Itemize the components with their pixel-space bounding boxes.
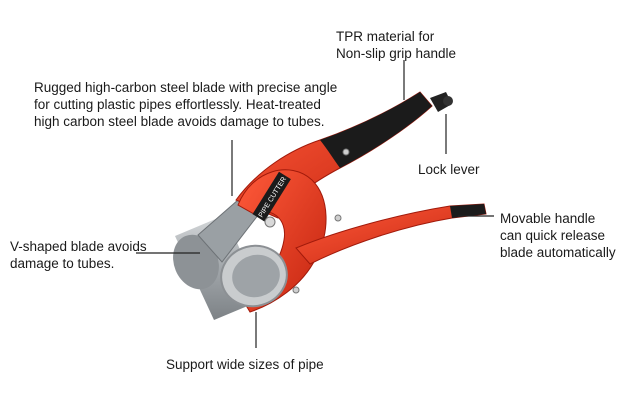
v-blade-label: V-shaped blade avoids damage to tubes. <box>10 239 147 271</box>
support-label: Support wide sizes of pipe <box>166 357 324 372</box>
handle-tip <box>450 204 486 218</box>
steel-blade-label: Rugged high-carbon steel blade with prec… <box>34 80 338 129</box>
pipe-opening <box>220 244 288 308</box>
pivot-rivet <box>264 216 276 228</box>
rivet <box>342 148 350 156</box>
lock-lever <box>430 92 453 112</box>
rivet <box>292 286 300 294</box>
tpr-grip-label: TPR material for Non-slip grip handle <box>336 29 457 61</box>
tpr-grip <box>320 92 432 168</box>
lock-lever-label: Lock lever <box>418 162 480 177</box>
movable-handle-label: Movable handle can quick release blade a… <box>500 211 616 260</box>
rivet <box>334 214 342 222</box>
